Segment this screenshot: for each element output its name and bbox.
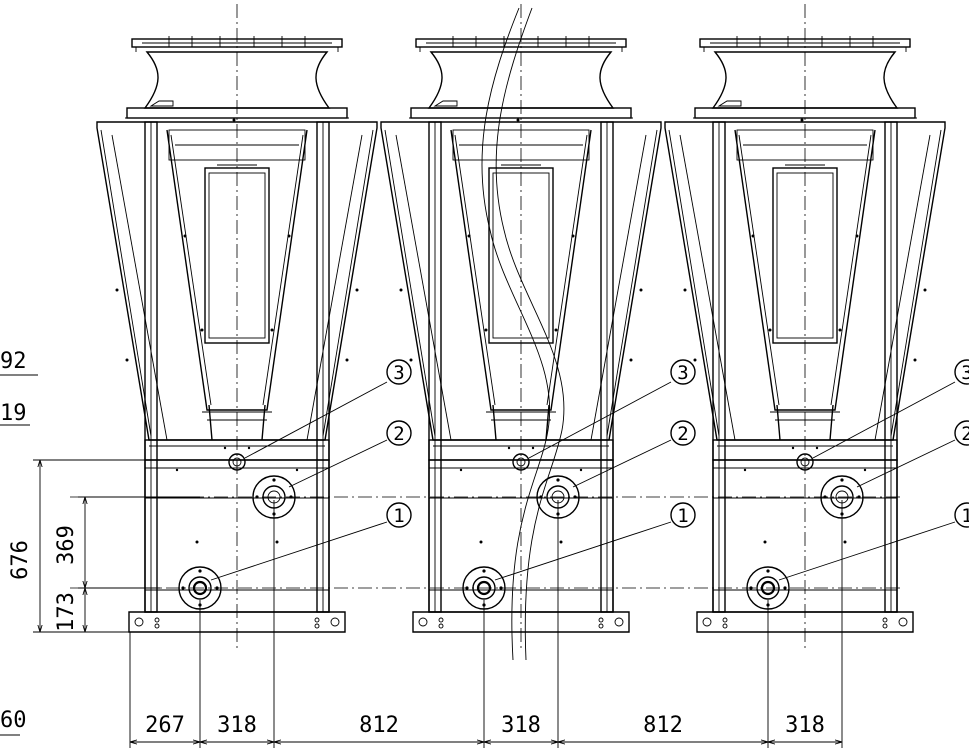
dimension-lower: 173	[54, 592, 79, 632]
callout-label: 2	[393, 423, 404, 445]
dimension-label: 267	[145, 713, 185, 738]
dimension-label: 812	[643, 713, 683, 738]
callout-label: 3	[677, 362, 688, 384]
dimension-label: 812	[359, 713, 399, 738]
hose-line	[481, 7, 550, 661]
unit-2	[379, 0, 697, 652]
callout-label: 1	[393, 505, 404, 527]
vertical-dimensions: 676 369 173	[8, 459, 240, 633]
horizontal-dimensions: 267 318 812 318 812 318	[129, 500, 843, 748]
dimension-bottom-left: 60	[0, 708, 27, 733]
dimension-label: 318	[217, 713, 257, 738]
callout-label: 2	[677, 423, 688, 445]
unit-3	[663, 0, 969, 652]
partial-dimensions: 92 19 60	[0, 349, 38, 736]
dimension-top: 92	[0, 349, 27, 374]
hose-line	[495, 7, 565, 661]
dimension-label: 318	[501, 713, 541, 738]
unit-1	[95, 0, 413, 652]
callout-label: 2	[961, 423, 969, 445]
dimension-second: 19	[0, 401, 27, 426]
callout-label: 3	[961, 362, 969, 384]
dimension-total: 676	[8, 540, 33, 580]
callout-label: 1	[961, 505, 969, 527]
callout-label: 3	[393, 362, 404, 384]
dimension-label: 318	[785, 713, 825, 738]
dimension-upper: 369	[54, 525, 79, 565]
callout-label: 1	[677, 505, 688, 527]
